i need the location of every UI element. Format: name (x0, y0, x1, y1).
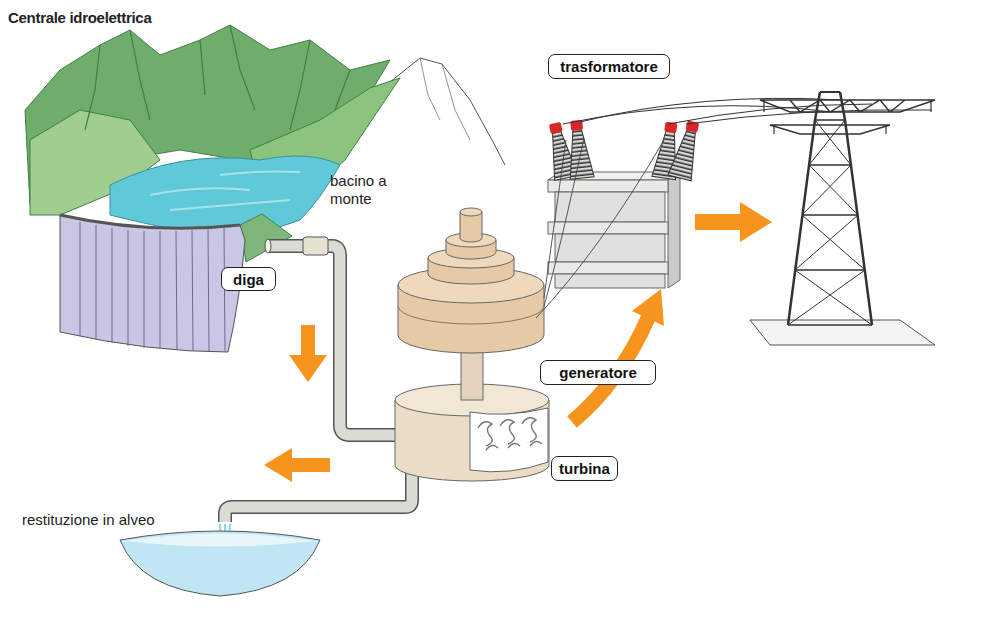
mountain-ridge (85, 25, 350, 130)
transformer (543, 119, 705, 288)
bushing (668, 119, 705, 181)
tag-text: diga (233, 271, 264, 288)
dam-crest (60, 215, 240, 228)
water-surface (124, 534, 316, 547)
penstock-pipe (265, 237, 398, 435)
insulator-string (764, 100, 931, 134)
pipe-body (268, 246, 398, 435)
back-ridge (420, 58, 470, 140)
part-tag: diga (221, 267, 276, 291)
part-tag: generatore (540, 360, 656, 385)
generator-cables (536, 138, 664, 318)
lower-crossarm (770, 125, 890, 134)
right-arrow (695, 202, 772, 242)
left-arrow (264, 448, 330, 482)
part-tag: trasformatore (548, 54, 670, 79)
pipe-outline (268, 246, 398, 435)
rock (240, 214, 292, 262)
bushing (564, 119, 594, 179)
insulator (565, 127, 594, 179)
part-label: bacino a monte (330, 172, 408, 208)
top-shaft-cap (460, 208, 482, 216)
dam-wall (60, 215, 245, 352)
diagram-title: Centrale idroelettrica (8, 9, 151, 26)
tag-text: trasformatore (560, 58, 658, 75)
insulator-cap (549, 122, 563, 134)
down-arrow (289, 325, 327, 382)
transformer-side (668, 172, 680, 288)
reservoir-water (110, 156, 340, 236)
pylon-legs (788, 92, 872, 325)
transformer-core (555, 234, 665, 262)
part-label: restituzione in alveo (22, 511, 192, 529)
pylon-peak (820, 91, 840, 93)
pylon-braces (788, 120, 872, 325)
river-basin (120, 531, 320, 596)
tag-text: turbina (559, 460, 610, 477)
intake-fitting (303, 237, 328, 255)
dam (60, 214, 292, 352)
pylon (750, 92, 935, 345)
transformer-slab (548, 180, 668, 192)
curved-arrow-head (632, 289, 664, 326)
insulator (668, 127, 703, 181)
pipe-body (225, 468, 412, 522)
transformer-core (555, 274, 665, 288)
generator (398, 208, 544, 400)
water-highlight (150, 171, 300, 210)
pylon-lattice (788, 120, 872, 325)
turbine-casing (395, 400, 549, 481)
turbine-cutaway (470, 408, 548, 472)
transformer-slab (548, 262, 668, 274)
pipe-outline (225, 468, 412, 522)
intake-mouth (265, 239, 271, 253)
part-tag: turbina (551, 456, 618, 481)
upper-crossarm (760, 100, 935, 112)
tag-text: generatore (559, 364, 637, 381)
generator-ring (398, 306, 544, 324)
flow-arrows (264, 202, 772, 482)
pylon-base (750, 320, 935, 345)
turbine-blades (478, 418, 542, 450)
dam-ribs (80, 222, 225, 351)
